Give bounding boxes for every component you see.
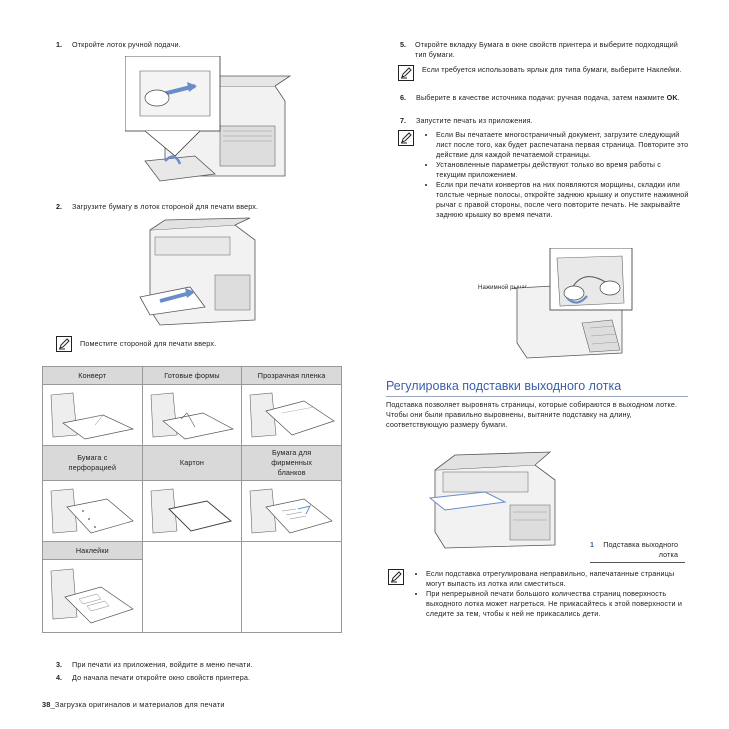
step-number: 5. bbox=[400, 40, 406, 49]
illustration-open-manual-tray bbox=[125, 56, 315, 196]
media-envelope-image bbox=[42, 384, 143, 446]
note-pencil-icon bbox=[398, 130, 414, 146]
output-tray-tips-list: Если подставка отрегулирована неправильн… bbox=[412, 569, 686, 619]
illustration-output-tray-support bbox=[425, 440, 565, 550]
media-perforated-image bbox=[42, 480, 143, 542]
media-labels-image bbox=[42, 559, 143, 633]
step-6: 6. Выберите в качестве источника подачи:… bbox=[400, 93, 690, 103]
note-face-up: Поместите стороной для печати вверх. bbox=[56, 336, 216, 352]
media-letterhead-label: Бумага для фирменных бланков bbox=[241, 445, 342, 481]
illustration-load-paper bbox=[135, 215, 265, 330]
media-table: Конверт Готовые формы Прозрачная пленка … bbox=[42, 366, 342, 633]
step-4: 4. До начала печати откройте окно свойст… bbox=[56, 673, 250, 683]
step-number: 2. bbox=[56, 202, 62, 211]
note-text: Если требуется использовать ярлык для ти… bbox=[422, 65, 682, 74]
table-empty-cell bbox=[241, 541, 342, 633]
media-preprinted-image bbox=[141, 384, 243, 446]
step-2: 2. Загрузите бумагу в лоток стороной для… bbox=[56, 202, 258, 212]
media-envelope-label: Конверт bbox=[42, 366, 143, 385]
callout-text: Подставка выходного лотка bbox=[603, 540, 679, 559]
step-text: До начала печати откройте окно свойств п… bbox=[72, 673, 251, 682]
step-text: Откройте лоток ручной подачи. bbox=[72, 40, 181, 49]
tip-item: Если Вы печатаете многостраничный докуме… bbox=[436, 130, 690, 160]
note-pencil-icon bbox=[388, 569, 404, 585]
media-cardstock-image bbox=[141, 480, 243, 542]
illustration-rear-cover-lever bbox=[512, 248, 637, 360]
step-text: Запустите печать из приложения. bbox=[416, 116, 533, 125]
page-footer: 38_Загрузка оригиналов и материалов для … bbox=[42, 700, 225, 709]
lever-label: Нажимной рычаг bbox=[478, 285, 528, 291]
section-body: Подставка позволяет выровнять страницы, … bbox=[386, 400, 678, 429]
tip-item: При непрерывной печати большого количест… bbox=[426, 589, 686, 619]
media-letterhead-image bbox=[241, 480, 342, 542]
tip-item: Если подставка отрегулирована неправильн… bbox=[426, 569, 686, 589]
section-rule bbox=[386, 396, 688, 397]
note-printing-tips: Если Вы печатаете многостраничный докуме… bbox=[398, 130, 690, 220]
callout-number: 1 bbox=[590, 540, 595, 549]
step-number: 6. bbox=[400, 93, 406, 102]
media-cardstock-label: Картон bbox=[141, 445, 243, 481]
note-pencil-icon bbox=[56, 336, 72, 352]
media-preprinted-label: Готовые формы bbox=[141, 366, 243, 385]
media-transparency-label: Прозрачная пленка bbox=[241, 366, 342, 385]
table-empty-cell bbox=[141, 541, 243, 633]
section-title: Регулировка подставки выходного лотка bbox=[386, 379, 622, 393]
media-transparency-image bbox=[241, 384, 342, 446]
tips-list: Если Вы печатаете многостраничный докуме… bbox=[422, 130, 690, 220]
step-number: 3. bbox=[56, 660, 62, 669]
media-perforated-label: Бумага с перфорацией bbox=[42, 445, 143, 481]
step-number: 1. bbox=[56, 40, 62, 49]
step-5: 5. Откройте вкладку Бумага в окне свойст… bbox=[400, 40, 690, 60]
page-number: 38 bbox=[42, 700, 51, 709]
note-output-tray: Если подставка отрегулирована неправильн… bbox=[388, 569, 688, 619]
step-text: Откройте вкладку Бумага в окне свойств п… bbox=[415, 40, 678, 59]
tip-item: Установленные параметры действуют только… bbox=[436, 160, 690, 180]
step-text: Выберите в качестве источника подачи: ру… bbox=[416, 93, 680, 102]
media-labels-label: Наклейки bbox=[42, 541, 143, 560]
step-3: 3. При печати из приложения, войдите в м… bbox=[56, 660, 253, 670]
step-number: 7. bbox=[400, 116, 406, 125]
step-7: 7. Запустите печать из приложения. bbox=[400, 116, 533, 126]
step-text: Загрузите бумагу в лоток стороной для пе… bbox=[72, 202, 259, 211]
note-labels: Если требуется использовать ярлык для ти… bbox=[398, 65, 688, 81]
tip-item: Если при печати конвертов на них появляю… bbox=[436, 180, 690, 220]
note-pencil-icon bbox=[398, 65, 414, 81]
step-1: 1. Откройте лоток ручной подачи. bbox=[56, 40, 181, 50]
note-text: Поместите стороной для печати вверх. bbox=[80, 339, 217, 348]
step-number: 4. bbox=[56, 673, 62, 682]
chapter-title: _Загрузка оригиналов и материалов для пе… bbox=[50, 700, 225, 709]
step-text: При печати из приложения, войдите в меню… bbox=[72, 660, 253, 669]
callout-output-tray-support: 1 Подставка выходного лотка bbox=[590, 540, 685, 563]
callout-rule bbox=[590, 562, 685, 563]
